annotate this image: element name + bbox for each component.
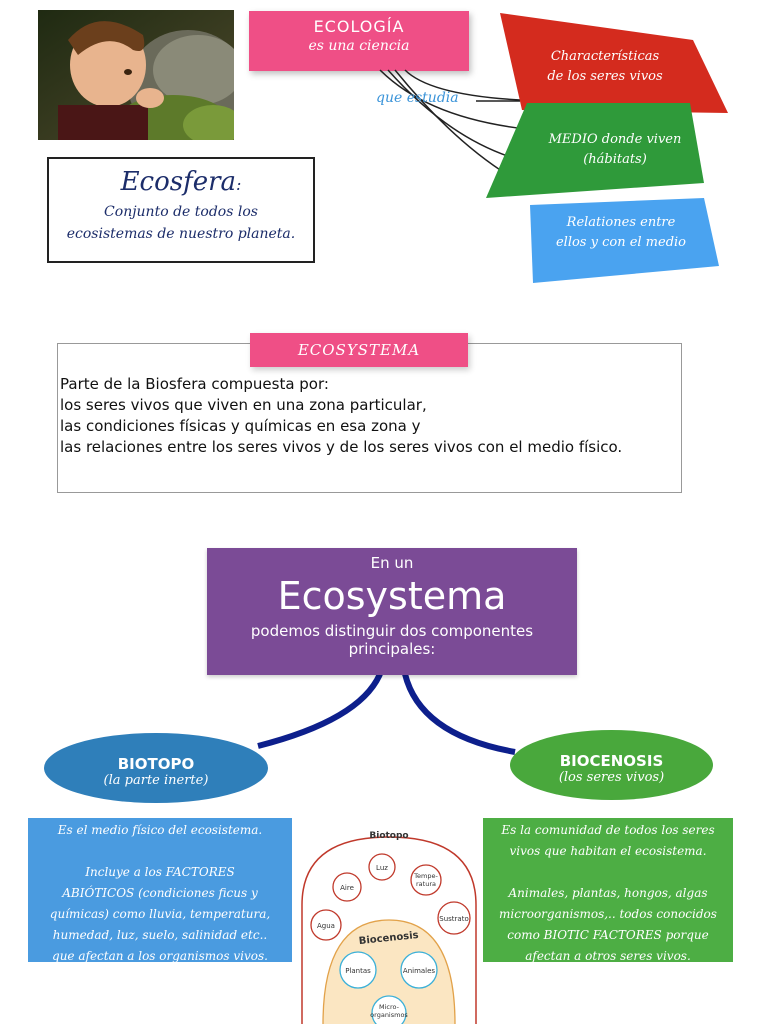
circle-temperatura	[410, 864, 442, 896]
ecosystema-definition-text: Parte de la Biosfera compuesta por: los …	[60, 374, 622, 458]
quad-relationes	[530, 198, 719, 283]
micro-label: Micro-	[379, 1003, 400, 1011]
biocenosis-desc-line: afectan a otros seres vivos.	[525, 949, 691, 963]
biocenosis-desc-line: microorganismos,.. todos conocidos	[499, 907, 717, 921]
quad-medio-line2: (hábitats)	[583, 152, 647, 167]
biocenosis-ellipse: BIOCENOSIS (los seres vivos)	[510, 730, 713, 800]
component-connectors	[257, 672, 516, 755]
biocenosis-desc-line: como BIOTIC FACTORES porque	[507, 928, 709, 942]
quad-characteristics-line1: Characterísticas	[550, 49, 660, 64]
child-moss-photo	[38, 10, 234, 140]
aire-label: Aire	[340, 884, 354, 892]
biotopo-biocenosis-diagram: Biotopo Luz Aire Tempe- ratura Agua Sust…	[298, 825, 480, 1024]
animales-label: Animales	[403, 967, 436, 975]
organismos-label: organismos	[370, 1011, 408, 1019]
ecosfera-title: Ecosfera:	[49, 167, 313, 197]
ecosystema-heading: Ecosystema	[207, 574, 577, 618]
biotopo-desc-line: Es el medio físico del ecosistema.	[57, 823, 263, 837]
components-intro: podemos distinguir dos componentes princ…	[207, 622, 577, 658]
ecosystema-definition-box	[57, 343, 682, 493]
circle-animales	[400, 951, 438, 989]
biotopo-name: BIOTOPO	[117, 755, 195, 773]
quad-characteristics-line2: de los seres vivos	[547, 69, 663, 84]
biotopo-desc-line: ABIÓTICOS (condiciones ficus y	[62, 886, 258, 900]
ecosfera-line2: ecosistemas de nuestro planeta.	[66, 226, 296, 242]
ecosystema-label: ECOSYSTEMA	[250, 333, 468, 367]
circle-luz	[368, 853, 396, 881]
biotopo-ellipse: BIOTOPO (la parte inerte)	[44, 733, 268, 803]
temperatura-label: Tempe-	[413, 872, 438, 880]
sustrato-label: Sustrato	[439, 915, 468, 923]
agua-label: Agua	[317, 922, 335, 930]
biocenosis-desc-line: vivos que habitan el ecosistema.	[509, 844, 707, 858]
definition-line: las relaciones entre los seres vivos y d…	[60, 438, 623, 456]
quad-medio	[486, 103, 704, 198]
ecosfera-title-text: Ecosfera	[120, 167, 237, 197]
quad-relationes-line1: Relationes entre	[566, 215, 676, 230]
components-intro-line2: principales:	[348, 640, 436, 658]
ecosystema-heading-rest: cosystema	[301, 574, 507, 618]
plantas-label: Plantas	[345, 967, 371, 975]
quad-characteristics-text: Characterísticas de los seres vivos	[505, 47, 705, 87]
biotopo-desc-line: Incluye a los FACTORES	[85, 865, 235, 879]
biocenosis-desc-line	[483, 862, 733, 883]
biocenosis-sub: (los seres vivos)	[558, 770, 665, 785]
circle-agua	[310, 909, 342, 941]
circle-plantas	[339, 951, 377, 989]
components-intro-line1: podemos distinguir dos componentes	[250, 622, 534, 640]
diagram-biotopo-label: Biotopo	[369, 831, 408, 841]
ecosfera-colon: :	[236, 175, 242, 194]
biocenosis-name: BIOCENOSIS	[559, 752, 664, 770]
biocenosis-desc-line: Es la comunidad de todos los seres	[501, 823, 715, 837]
temperatura-label-2: ratura	[416, 880, 436, 888]
quad-characteristics	[500, 13, 728, 113]
ecologia-subtitle: es una ciencia	[308, 38, 410, 54]
que-estudia-label: que estudia	[376, 90, 459, 106]
circle-microorganismos	[371, 995, 407, 1024]
luz-label: Luz	[376, 864, 388, 872]
biotopo-sub: (la parte inerte)	[103, 773, 209, 788]
quad-medio-line1: MEDIO donde viven	[548, 132, 682, 147]
ecologia-connectors	[379, 13, 728, 283]
biocenosis-desc-line: Animales, plantas, hongos, algas	[508, 886, 708, 900]
ecosfera-box: Ecosfera: Conjunto de todos los ecosiste…	[47, 157, 315, 263]
ecologia-box: ECOLOGÍA es una ciencia	[249, 11, 469, 71]
quad-medio-text: MEDIO donde viven (hábitats)	[515, 130, 715, 170]
biotopo-description: Es el medio físico del ecosistema. Inclu…	[28, 818, 292, 963]
biotopo-desc-line: químicas) como lluvia, temperatura,	[49, 907, 271, 921]
definition-line: las condiciones físicas y químicas en es…	[60, 417, 421, 435]
quad-relationes-text: Relationes entre ellos y con el medio	[521, 213, 721, 253]
circle-aire	[332, 872, 362, 902]
ecosfera-line1: Conjunto de todos los	[104, 204, 258, 220]
ecosystema-heading-initial: E	[277, 574, 302, 618]
biotopo-desc-line	[28, 841, 292, 862]
ecosfera-description: Conjunto de todos los ecosistemas de nue…	[49, 201, 313, 245]
quad-relationes-line2: ellos y con el medio	[555, 235, 687, 250]
biotopo-desc-line: humedad, luz, suelo, salinidad etc..	[52, 928, 268, 942]
ecologia-title: ECOLOGÍA	[313, 17, 405, 36]
en-un-ecosystema-box: En un Ecosystema podemos distinguir dos …	[207, 548, 577, 675]
en-un-label: En un	[370, 554, 414, 572]
circle-sustrato	[437, 901, 471, 935]
definition-line: Parte de la Biosfera compuesta por:	[60, 375, 329, 393]
definition-line: los seres vivos que viven en una zona pa…	[60, 396, 427, 414]
biocenosis-description: Es la comunidad de todos los seres vivos…	[483, 818, 733, 963]
biotopo-desc-line: que afectan a los organismos vivos.	[52, 949, 268, 963]
